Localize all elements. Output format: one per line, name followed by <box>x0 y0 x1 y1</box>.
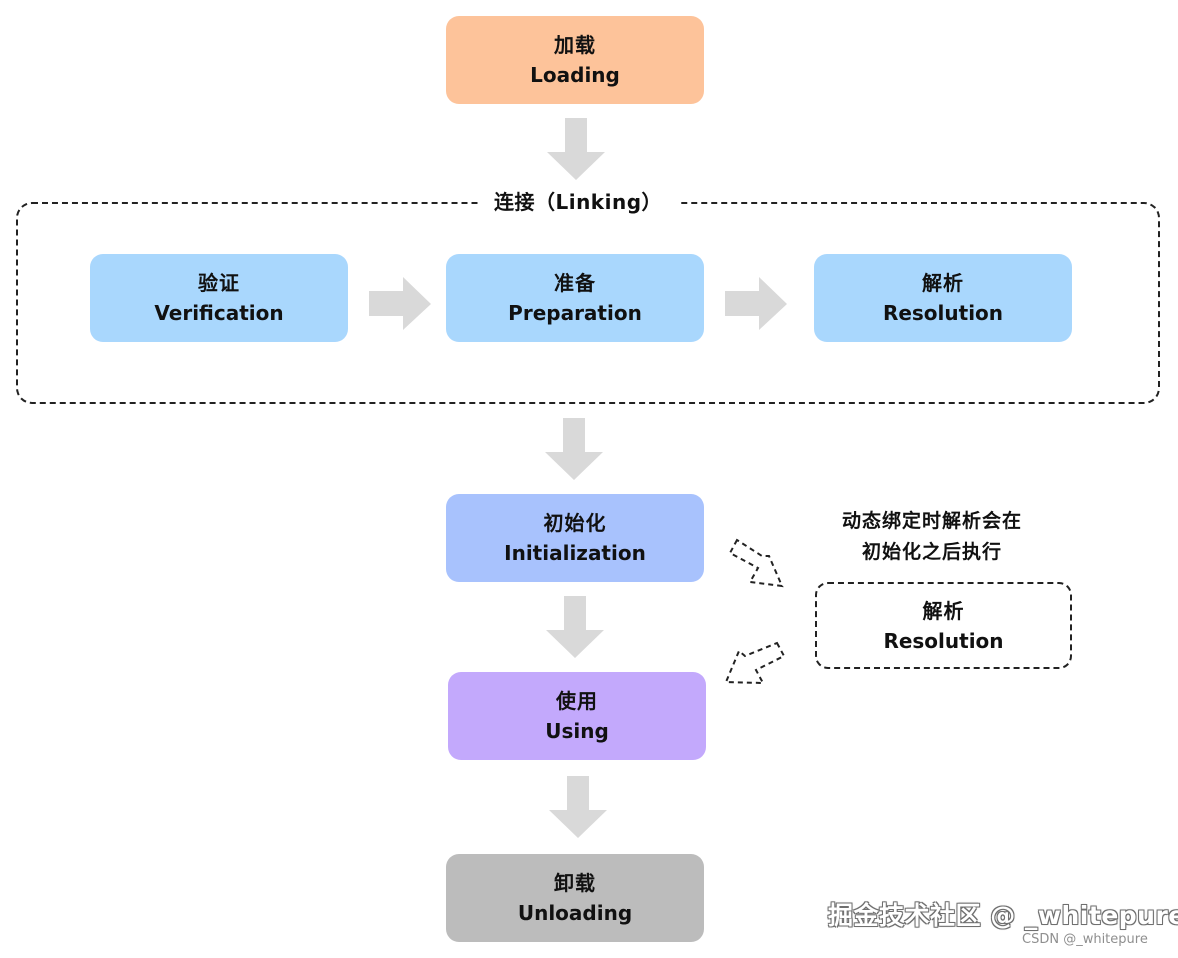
dashed-arrow-to-dynamic-resolution <box>728 538 784 588</box>
resolution-label-zh: 解析 <box>922 271 964 295</box>
down-arrow-initialization-to-using <box>546 596 604 658</box>
juejin-watermark: 掘金技术社区 @ _whitepure <box>828 901 1178 930</box>
using-stage: 使用 Using <box>448 672 706 760</box>
using-label-en: Using <box>545 719 609 743</box>
resolution-label-en: Resolution <box>882 301 1004 325</box>
note-line-2: 初始化之后执行 <box>861 541 1002 563</box>
verification-stage: 验证 Verification <box>90 254 348 342</box>
loading-label-en: Loading <box>530 63 620 87</box>
note-line-1: 动态绑定时解析会在 <box>841 510 1022 532</box>
verification-label-zh: 验证 <box>198 271 240 295</box>
right-arrow-preparation-to-resolution <box>725 277 787 330</box>
right-arrow-verification-to-preparation <box>369 277 431 330</box>
preparation-label-zh: 准备 <box>554 271 596 295</box>
preparation-label-en: Preparation <box>508 301 642 325</box>
using-label-zh: 使用 <box>556 689 598 713</box>
loading-stage: 加载 Loading <box>446 16 704 104</box>
dynamic-resolution-stage: 解析 Resolution <box>815 582 1072 669</box>
initialization-stage: 初始化 Initialization <box>446 494 704 582</box>
dashed-arrow-from-dynamic-resolution <box>724 641 786 685</box>
dynamic-resolution-label-en: Resolution <box>883 628 1004 653</box>
verification-label-en: Verification <box>154 301 284 325</box>
down-arrow-loading-to-linking <box>547 118 605 180</box>
preparation-stage: 准备 Preparation <box>446 254 704 342</box>
down-arrow-linking-to-initialization <box>545 418 603 480</box>
down-arrow-using-to-unloading <box>549 776 607 838</box>
initialization-label-en: Initialization <box>504 541 646 565</box>
dynamic-binding-note: 动态绑定时解析会在 初始化之后执行 <box>818 506 1046 568</box>
initialization-label-zh: 初始化 <box>543 511 607 535</box>
dynamic-resolution-label-zh: 解析 <box>922 598 965 623</box>
unloading-stage: 卸载 Unloading <box>446 854 704 942</box>
loading-label-zh: 加载 <box>554 33 596 57</box>
csdn-watermark: CSDN @_whitepure <box>1022 932 1148 947</box>
unloading-label-zh: 卸载 <box>554 871 596 895</box>
linking-title: 连接（Linking） <box>478 186 678 218</box>
unloading-label-en: Unloading <box>517 901 633 925</box>
resolution-stage: 解析 Resolution <box>814 254 1072 342</box>
